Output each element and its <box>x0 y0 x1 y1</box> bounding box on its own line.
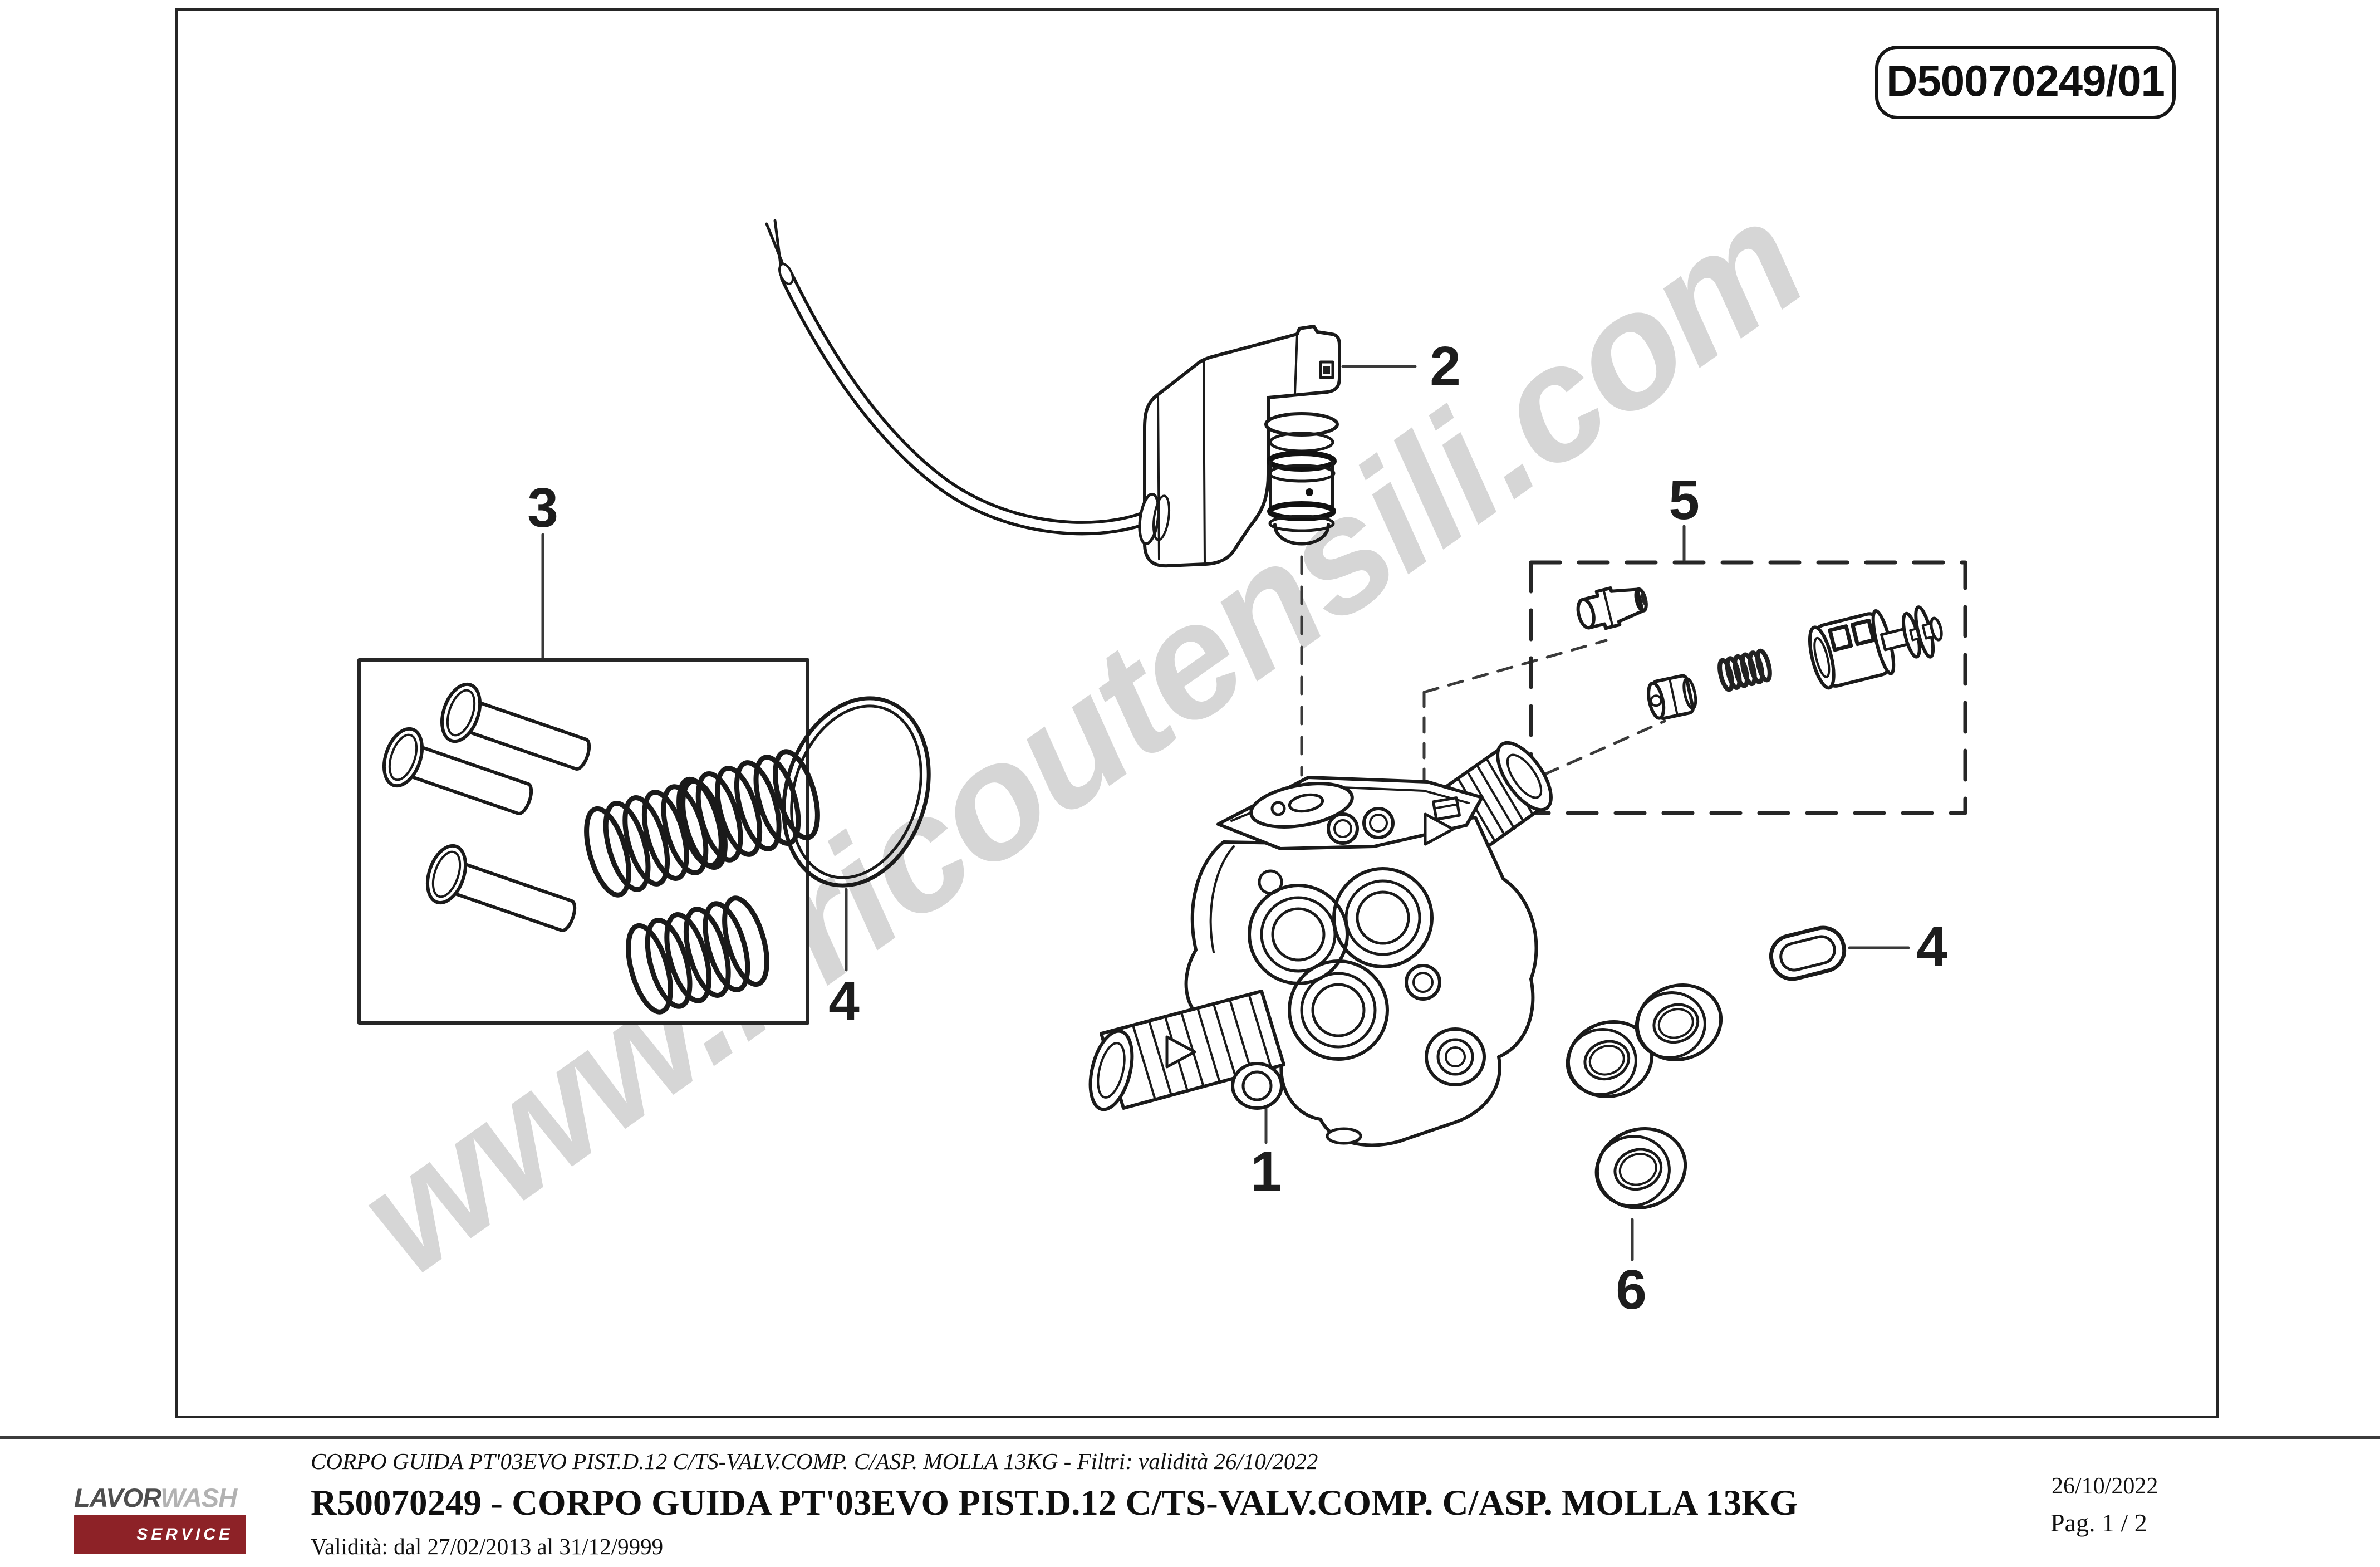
callout-5: 5 <box>1669 469 1700 531</box>
footer-validity: Validità: dal 27/02/2013 al 31/12/9999 <box>311 1534 664 1559</box>
footer-filter-line: CORPO GUIDA PT'03EVO PIST.D.12 C/TS-VALV… <box>311 1448 1318 1474</box>
pump-body <box>1088 741 1553 1147</box>
piston-spring-kit-box <box>357 658 820 1025</box>
drawing-code-box: D50070249/01 <box>1875 46 2176 119</box>
logo-wordmark: LAVORWASH <box>74 1482 246 1513</box>
lavorwash-service-logo: LAVORWASH SERVICE <box>74 1482 246 1554</box>
logo-service-band: SERVICE <box>74 1515 246 1554</box>
logo-lavor: LAVOR <box>74 1483 161 1512</box>
switch-body <box>1138 325 1341 568</box>
piston-pin <box>382 727 533 815</box>
footer-title: R50070249 - CORPO GUIDA PT'03EVO PIST.D.… <box>311 1483 1798 1523</box>
piston-pin <box>440 682 591 771</box>
footer-date: 26/10/2022 <box>2052 1473 2158 1499</box>
footer-page-number: Pag. 1 / 2 <box>2050 1509 2147 1537</box>
oring-large <box>782 696 931 888</box>
piston-pin <box>425 844 577 932</box>
drawing-frame <box>175 8 2219 1418</box>
footer-divider <box>0 1436 2380 1439</box>
logo-wash: WASH <box>160 1483 237 1512</box>
footer-info-block: CORPO GUIDA PT'03EVO PIST.D.12 C/TS-VALV… <box>311 1448 1798 1560</box>
coil-spring <box>676 749 820 868</box>
callout-6: 6 <box>1616 1259 1647 1321</box>
valve-kit-parts <box>1576 586 1943 721</box>
oil-seals <box>1566 983 1723 1210</box>
gasket-oval <box>1769 925 1847 981</box>
coil-spring <box>626 895 769 1015</box>
callout-4-right: 4 <box>1916 915 1947 978</box>
valve-kit-dashed-box <box>1529 560 1967 815</box>
callout-4-left: 4 <box>828 970 860 1032</box>
callout-3: 3 <box>527 477 558 539</box>
callout-2: 2 <box>1430 335 1461 398</box>
switch-cable <box>765 219 1153 536</box>
callout-leader-lines <box>541 365 1910 1261</box>
callout-1: 1 <box>1250 1140 1282 1203</box>
logo-service-label: SERVICE <box>136 1525 233 1544</box>
